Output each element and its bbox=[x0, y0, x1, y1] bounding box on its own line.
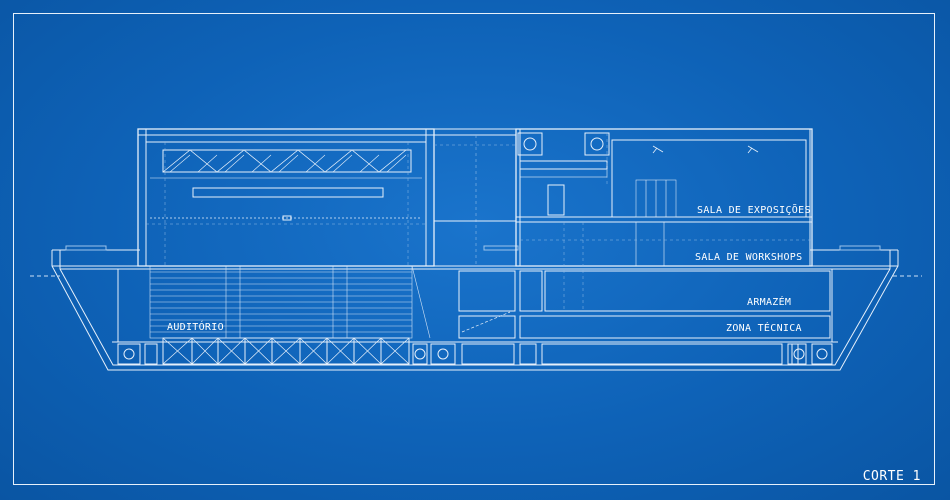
room-label-workshops: SALA DE WORKSHOPS bbox=[695, 252, 803, 263]
sheet-title: CORTE 1 bbox=[862, 469, 921, 484]
auditorium-truss bbox=[162, 337, 410, 365]
roof-truss bbox=[162, 149, 412, 173]
spotlight-left bbox=[652, 145, 664, 154]
basement-interior bbox=[112, 265, 838, 365]
room-label-auditorium: AUDITÓRIO bbox=[167, 322, 224, 333]
spotlight-right bbox=[747, 145, 759, 154]
drawing-frame bbox=[13, 13, 935, 485]
room-label-exhibition: SALA DE EXPOSIÇÕES bbox=[697, 205, 811, 216]
central-volume bbox=[434, 128, 516, 266]
room-label-storage: ARMAZÉM bbox=[747, 297, 792, 308]
basement-hull bbox=[51, 245, 899, 371]
room-label-technical-zone: ZONA TÉCNICA bbox=[726, 323, 802, 334]
left-volume bbox=[137, 128, 435, 267]
right-volume bbox=[515, 128, 813, 310]
